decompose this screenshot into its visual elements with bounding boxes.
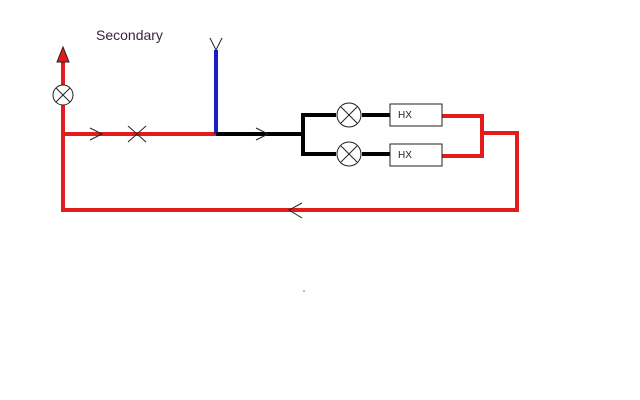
flow-arrow-icon: [287, 202, 303, 219]
valve-icon: [52, 84, 74, 106]
secondary-loop-pipe: [61, 60, 519, 212]
heat-exchanger-1: HX: [389, 103, 443, 127]
flow-arrow-icon: [255, 127, 270, 141]
diagram-title: Secondary: [96, 27, 163, 43]
valve-icon: [336, 102, 362, 128]
valve-icon: [336, 141, 362, 167]
heat-exchanger-2: HX: [389, 143, 443, 167]
check-valve-icon: [127, 125, 147, 143]
supply-arrow-icon: [209, 37, 223, 52]
vent-arrow-icon: [56, 45, 70, 63]
header-pipe: [216, 113, 390, 156]
flow-arrow-icon: [89, 127, 104, 141]
heat-exchanger-label: HX: [398, 150, 412, 161]
heat-exchanger-label: HX: [398, 110, 412, 121]
stray-dot: [303, 290, 305, 292]
